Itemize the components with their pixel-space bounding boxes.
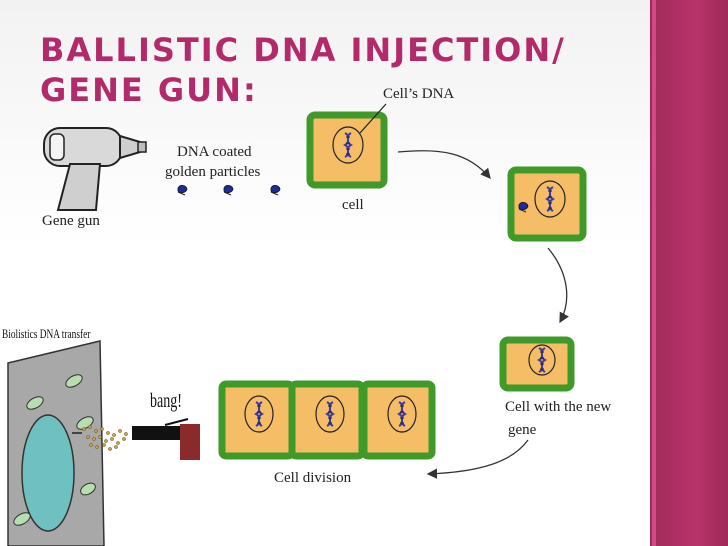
bombarded-cell bbox=[507, 166, 587, 242]
cell-with-new-gene-label-line1: Cell with the new bbox=[505, 399, 612, 415]
golden-particles-label: golden particles bbox=[165, 164, 261, 180]
dna-particle bbox=[177, 184, 188, 196]
flow-arrow bbox=[547, 247, 569, 324]
slide-title: BALLISTIC DNA INJECTION/ GENE GUN: bbox=[40, 31, 566, 109]
divided-cell bbox=[360, 380, 436, 460]
flow-arrow bbox=[397, 150, 491, 179]
divided-cell bbox=[218, 380, 296, 460]
dna-coated-label: DNA coated bbox=[177, 144, 252, 160]
biolistics-inset-title: Biolistics DNA transfer bbox=[2, 326, 91, 341]
gene-gun-icon bbox=[43, 127, 147, 211]
dna-particle bbox=[270, 184, 281, 196]
chloroplast-illustration bbox=[26, 396, 44, 410]
decorative-side-band bbox=[650, 0, 728, 546]
cell-with-new-gene-label-line2: gene bbox=[508, 422, 537, 438]
divided-cell bbox=[288, 380, 366, 460]
bang-text: bang! bbox=[150, 390, 182, 412]
target-cell bbox=[306, 111, 388, 189]
gold-particles-burst bbox=[82, 425, 128, 451]
transformed-cell bbox=[499, 336, 575, 392]
chloroplast-illustration bbox=[13, 512, 31, 526]
cell-division-label: Cell division bbox=[274, 470, 352, 486]
decorative-side-stripe bbox=[652, 0, 656, 546]
cells-dna-label: Cell’s DNA bbox=[383, 86, 455, 102]
cell-label: cell bbox=[342, 197, 364, 213]
gene-gun-label: Gene gun bbox=[42, 213, 100, 229]
gun-sight bbox=[164, 418, 189, 426]
chloroplast-illustration bbox=[65, 374, 83, 388]
chloroplast-illustration bbox=[80, 482, 96, 496]
gun-barrel bbox=[132, 426, 192, 440]
cells-dna-pointer bbox=[359, 103, 387, 134]
flow-arrow bbox=[426, 439, 529, 479]
gun-grip bbox=[180, 424, 200, 460]
dna-particle bbox=[223, 184, 234, 196]
nucleus-illustration bbox=[21, 414, 75, 532]
biolistics-inset-illustration bbox=[7, 340, 200, 546]
